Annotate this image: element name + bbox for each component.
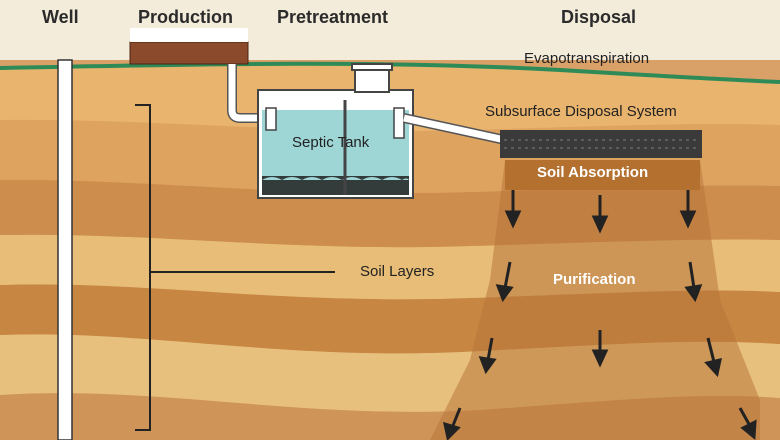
purification-label: Purification [553,271,636,288]
arrow-9 [450,407,462,429]
tank-inlet-tee [265,107,277,131]
arrow-6 [486,337,494,361]
tank-outlet-tee [393,107,405,139]
production-house [129,41,249,65]
house-top-cover [130,28,248,42]
well-pipe [57,59,73,440]
inlet-pipe-inner [228,64,268,122]
well-header: Well [42,7,79,27]
gravel-bed [500,130,702,158]
arrow-5 [688,261,696,289]
evapotranspiration-label: Evapotranspiration [524,50,650,67]
septic-tank-sludge [262,176,409,195]
absorption-zone-top [505,160,700,190]
arrow-8 [706,337,716,363]
outlet-pipe-inner [403,114,506,144]
subsurface-disposal-label: Subsurface Disposal System [485,103,677,120]
soil-layers-label: Soil Layers [360,263,435,280]
soil-layers-bracket [135,104,151,431]
arrow-10 [738,407,752,427]
disposal-header: Disposal [561,7,637,27]
flow-arrows [442,190,757,440]
sky-background [0,0,780,70]
tank-scum [262,177,409,180]
soil-absorption-label: Soil Absorption [537,164,649,181]
arrow-4 [503,261,512,289]
gravel-texture [504,139,698,149]
absorption-plume [430,160,760,440]
tank-riser-cap [351,63,393,71]
septic-tank-label: Septic Tank [292,134,370,151]
pretreatment-header: Pretreatment [277,7,389,27]
ground-surface [0,61,780,84]
production-header: Production [138,7,233,27]
tank-riser [354,67,390,93]
